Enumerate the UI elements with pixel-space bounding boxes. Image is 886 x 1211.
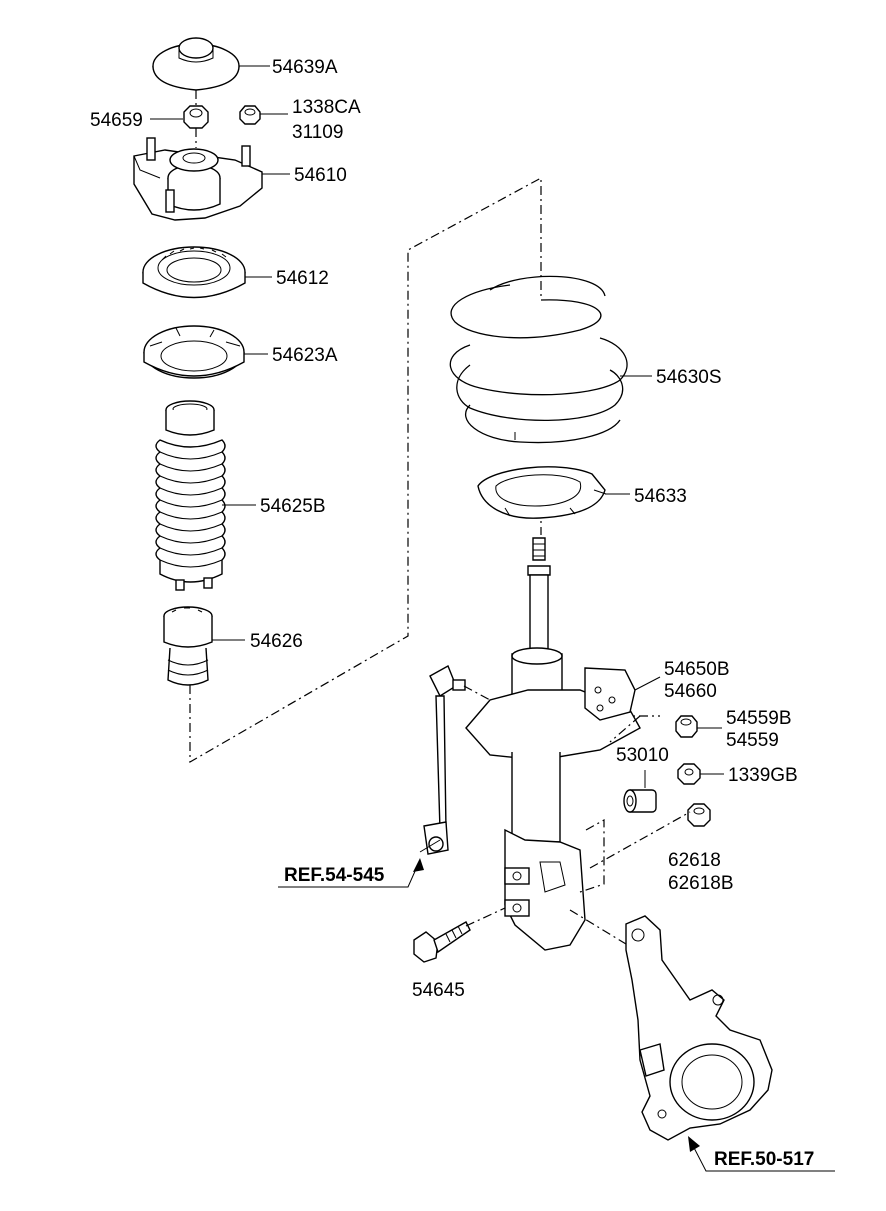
label-31109: 31109: [292, 122, 343, 143]
part-62618-nut[interactable]: [687, 803, 711, 827]
ref-54545-stabilizer-link[interactable]: [423, 665, 466, 855]
part-1339GB-washer[interactable]: [677, 763, 701, 785]
label-54639A: 54639A: [272, 57, 338, 78]
part-54612-bearing[interactable]: [142, 246, 246, 299]
label-53010: 53010: [616, 745, 669, 766]
label-54660: 54660: [664, 681, 717, 702]
label-54623A: 54623A: [272, 345, 338, 366]
label-54645: 54645: [412, 980, 465, 1001]
label-62618: 62618: [668, 850, 721, 871]
label-54559: 54559: [726, 730, 779, 751]
label-1339GB: 1339GB: [728, 765, 798, 786]
label-62618B: 62618B: [668, 873, 734, 894]
part-1338CA-nut[interactable]: [239, 105, 261, 125]
label-54626: 54626: [250, 631, 303, 652]
label-54625B: 54625B: [260, 496, 326, 517]
part-54559B-nut[interactable]: [675, 715, 698, 738]
part-53010-bushing[interactable]: [623, 789, 657, 813]
label-54559B: 54559B: [726, 708, 792, 729]
label-54612: 54612: [276, 268, 329, 289]
part-labels: 54639A 54659 1338CA 31109 54610 54612 54…: [90, 57, 814, 1170]
part-54623A-spring-seat[interactable]: [143, 325, 245, 379]
part-54645-bolt[interactable]: [413, 921, 471, 963]
ref-50517-steering-knuckle[interactable]: [625, 915, 773, 1141]
part-54610-strut-mount[interactable]: [133, 137, 263, 221]
label-54630S: 54630S: [656, 367, 722, 388]
label-54633: 54633: [634, 486, 687, 507]
part-54630S-coil-spring[interactable]: [449, 275, 628, 444]
label-54659: 54659: [90, 110, 143, 131]
part-54659-nut[interactable]: [183, 105, 209, 129]
part-54625B-dust-boot[interactable]: [155, 400, 226, 591]
part-54650B-strut[interactable]: [465, 537, 641, 951]
leader-lines: [150, 65, 835, 1172]
assembly-centerlines: [189, 90, 660, 764]
label-54650B: 54650B: [664, 659, 730, 680]
ref-label-50-517[interactable]: REF.50-517: [714, 1149, 814, 1170]
part-54633-spring-pad[interactable]: [477, 466, 607, 519]
part-54639A-top-cap[interactable]: [152, 37, 240, 91]
label-54610: 54610: [294, 165, 347, 186]
label-1338CA: 1338CA: [292, 97, 361, 118]
part-54626-bump-stop[interactable]: [163, 606, 213, 686]
ref-label-54-545[interactable]: REF.54-545: [284, 865, 385, 886]
